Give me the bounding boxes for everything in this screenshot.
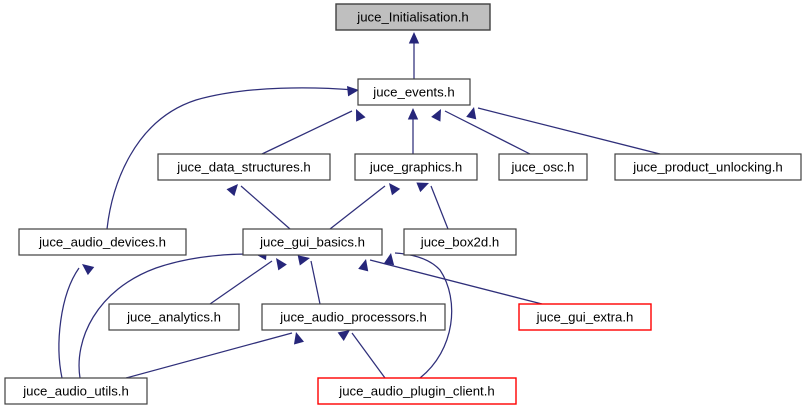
edge-line [369, 259, 543, 305]
edge-line [394, 252, 453, 379]
node-box[interactable] [357, 78, 471, 106]
node-juce_audio_utils[interactable]: juce_audio_utils.h [4, 377, 148, 405]
node-label: juce_analytics.h [126, 309, 221, 324]
edge-juce_graphics-to-juce_events [407, 108, 419, 154]
node-juce_box2d[interactable]: juce_box2d.h [403, 228, 517, 256]
edge-juce_gui_extra-to-juce_gui_basics [358, 259, 543, 305]
arrow-head-icon [356, 109, 366, 122]
edge-line [310, 260, 321, 305]
edge-line [240, 185, 291, 230]
node-label: juce_gui_basics.h [259, 234, 365, 249]
node-juce_audio_devices[interactable]: juce_audio_devices.h [18, 228, 187, 256]
node-label: juce_graphics.h [369, 159, 462, 174]
edge-juce_osc-to-juce_events [431, 109, 531, 155]
node-label: juce_Initialisation.h [356, 9, 468, 24]
node-box[interactable] [242, 228, 383, 256]
arrow-head-icon [466, 107, 477, 120]
arrow-head-icon [337, 330, 350, 341]
arrow-head-icon [383, 253, 395, 266]
arrow-head-icon [408, 32, 420, 44]
node-box[interactable] [614, 153, 802, 181]
edge-line [125, 332, 293, 379]
arrow-head-icon [82, 264, 95, 276]
edge-line [430, 185, 449, 230]
edge-juce_box2d-to-juce_graphics [416, 182, 449, 230]
arrow-head-icon [358, 259, 369, 272]
edge-line [106, 87, 356, 230]
node-box[interactable] [18, 228, 187, 256]
edge-juce_gui_basics-to-juce_data_structures [226, 184, 291, 230]
node-juce_osc[interactable]: juce_osc.h [498, 153, 588, 181]
node-label: juce_data_structures.h [176, 159, 310, 174]
edge-juce_gui_basics-to-juce_graphics [329, 183, 401, 230]
arrow-head-icon [276, 258, 287, 271]
node-juce_graphics[interactable]: juce_graphics.h [354, 153, 478, 181]
edges-layer [58, 32, 661, 379]
arrow-head-icon [431, 109, 441, 122]
node-label: juce_audio_devices.h [38, 234, 166, 249]
edge-line [351, 332, 386, 379]
node-juce_analytics[interactable]: juce_analytics.h [108, 303, 240, 331]
edge-juce_audio_processors-to-juce_gui_basics [297, 255, 321, 305]
edge-juce_analytics-to-juce_gui_basics [209, 258, 287, 305]
edge-line [209, 260, 273, 305]
node-label: juce_product_unlocking.h [632, 159, 783, 174]
edge-juce_product_unlocking-to-juce_events [466, 107, 661, 155]
node-juce_audio_processors[interactable]: juce_audio_processors.h [261, 303, 446, 331]
node-box[interactable] [354, 153, 478, 181]
edge-juce_audio_utils-to-juce_audio_devices [58, 264, 95, 379]
node-juce_gui_extra[interactable]: juce_gui_extra.h [518, 303, 652, 331]
edge-juce_audio_plugin_client-to-juce_gui_basics [383, 252, 453, 379]
arrow-head-icon [297, 255, 310, 266]
node-box[interactable] [261, 303, 446, 331]
arrow-head-icon [407, 108, 419, 120]
edge-line [329, 185, 386, 230]
node-label: juce_audio_processors.h [279, 309, 427, 324]
arrow-head-icon [347, 86, 359, 97]
node-box[interactable] [498, 153, 588, 181]
edge-line [477, 107, 661, 155]
edge-line [444, 110, 531, 155]
edge-line [78, 253, 251, 379]
node-label: juce_audio_plugin_client.h [338, 383, 494, 398]
edge-line [58, 267, 80, 379]
edge-juce_events-to-juce_Initialisation [408, 32, 420, 79]
edge-juce_data_structures-to-juce_events [261, 109, 366, 155]
nodes-layer: juce_Initialisation.h juce_events.h juce_d… [4, 3, 802, 405]
node-box[interactable] [518, 303, 652, 331]
arrow-head-icon [416, 182, 429, 193]
node-label: juce_audio_utils.h [22, 383, 129, 398]
node-juce_gui_basics[interactable]: juce_gui_basics.h [242, 228, 383, 256]
node-box[interactable] [335, 3, 491, 31]
node-box[interactable] [403, 228, 517, 256]
edge-juce_audio_devices-to-juce_events [106, 86, 359, 230]
node-label: juce_osc.h [510, 159, 574, 174]
arrow-head-icon [389, 183, 401, 196]
node-label: juce_gui_extra.h [536, 309, 634, 324]
node-box[interactable] [157, 153, 331, 181]
node-juce_audio_plugin_client[interactable]: juce_audio_plugin_client.h [317, 377, 517, 405]
edge-juce_audio_utils-to-juce_audio_processors [125, 332, 304, 379]
node-juce_Initialisation[interactable]: juce_Initialisation.h [335, 3, 491, 31]
edge-juce_audio_plugin_client-to-juce_audio_processors [337, 330, 386, 379]
node-box[interactable] [4, 377, 148, 405]
edge-line [261, 110, 353, 155]
node-juce_data_structures[interactable]: juce_data_structures.h [157, 153, 331, 181]
node-label: juce_events.h [372, 84, 454, 99]
arrow-head-icon [293, 332, 304, 345]
node-label: juce_box2d.h [420, 234, 499, 249]
node-juce_product_unlocking[interactable]: juce_product_unlocking.h [614, 153, 802, 181]
arrow-head-icon [226, 184, 238, 197]
node-box[interactable] [317, 377, 517, 405]
node-box[interactable] [108, 303, 240, 331]
node-juce_events[interactable]: juce_events.h [357, 78, 471, 106]
